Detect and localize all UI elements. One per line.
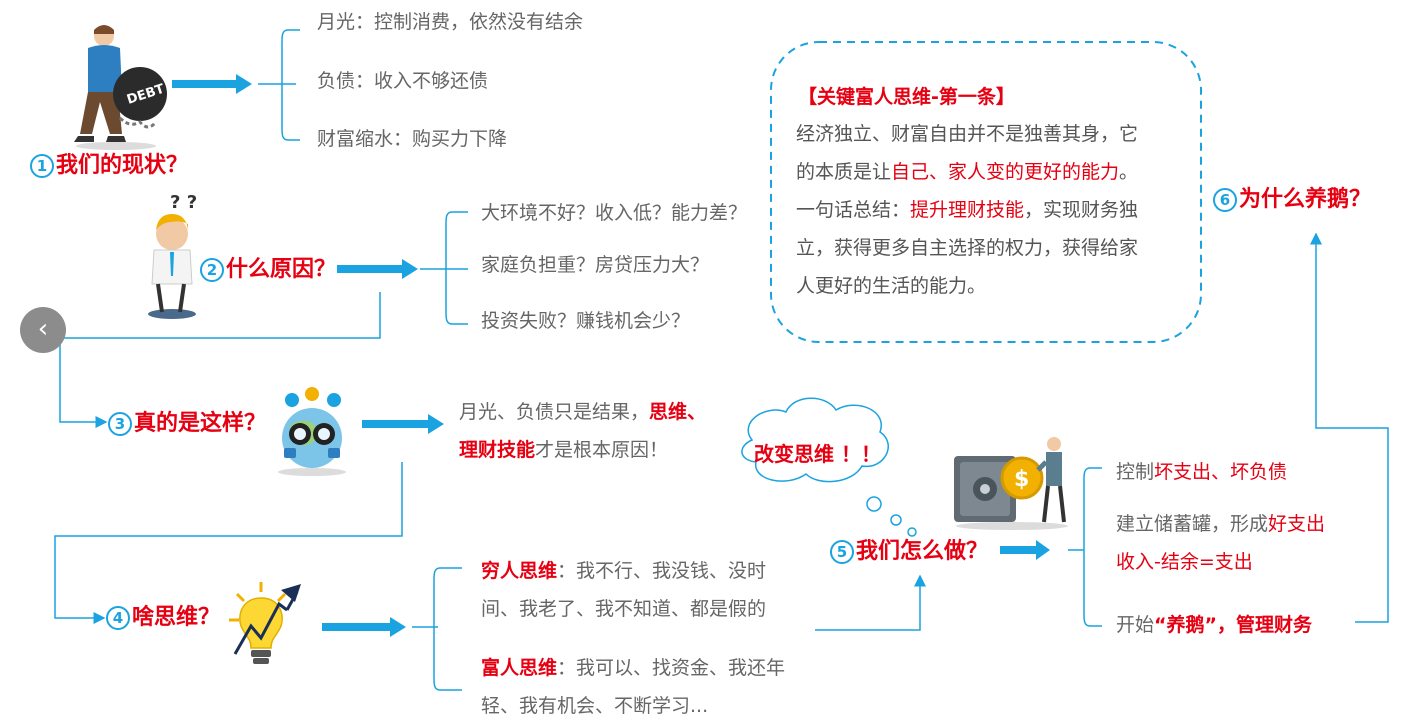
question-marks: ? ? [170, 192, 197, 213]
status-item-3: 财富缩水：购买力下降 [317, 128, 508, 150]
safe-coin-illustration: $ [950, 434, 1075, 530]
action-3-prefix: 开始 [1116, 614, 1155, 636]
thought-cloud [741, 397, 917, 537]
poor-mindset-line1: ：我不行、我没钱、没时 [557, 560, 767, 582]
key-box-line-3: 一句话总结：提升理财技能，实现财务独 [796, 191, 1181, 229]
key-box-line-2-b: 。 [1119, 161, 1139, 183]
action-item-3: 开始“养鹅”，管理财务 [1116, 616, 1312, 635]
reason-item-3: 投资失败？赚钱机会少？ [481, 310, 691, 332]
step-1-title: 1 我们的现状？ [30, 154, 188, 178]
truth-statement: 月光、负债只是结果，思维、 理财技能才是根本原因！ [459, 393, 706, 469]
change-mindset-text: 改变思维 ！！ [754, 442, 881, 466]
step-2-number: 2 [200, 258, 224, 282]
prev-slide-button[interactable]: ‹ [20, 307, 66, 353]
poor-mindset-label: 穷人思维 [481, 560, 558, 582]
step-6-number: 6 [1213, 188, 1237, 212]
debt-person-illustration: DEBT [60, 22, 172, 150]
step-3-label: 真的是这样？ [134, 411, 267, 436]
confused-person-illustration: ? ? [140, 192, 210, 320]
truth-line1-highlight: 思维、 [649, 401, 707, 423]
lightbulb-chart-illustration [225, 580, 309, 670]
action-3-highlight: “养鹅”，管理财务 [1154, 614, 1312, 636]
rich-mindset-line2: 轻、我有机会、不断学习... [481, 695, 709, 717]
step-3-title: 3 真的是这样？ [108, 412, 266, 436]
step-3-number: 3 [108, 412, 132, 436]
truth-line2-highlight: 理财技能 [459, 439, 536, 461]
key-box-line-3-a: 一句话总结： [796, 199, 911, 221]
key-box-line-2: 的本质是让自己、家人变的更好的能力。 [796, 153, 1181, 191]
reason-item-2: 家庭负担重？房贷压力大？ [481, 254, 710, 276]
key-box-line-1: 经济独立、财富自由并不是独善其身，它 [796, 123, 1139, 145]
rich-mindset-line1: ：我可以、找资金、我还年 [557, 657, 786, 679]
status-item-2: 负债：收入不够还债 [317, 70, 489, 92]
chevron-left-icon: ‹ [37, 314, 49, 344]
key-box-line-5: 人更好的生活的能力。 [796, 275, 987, 297]
rich-mindset-text: 富人思维：我可以、找资金、我还年 轻、我有机会、不断学习... [481, 649, 785, 725]
step-6-label: 为什么养鹅？ [1239, 187, 1372, 212]
step-6-title: 6 为什么养鹅？ [1213, 188, 1371, 212]
action-2-line2: 收入-结余=支出 [1116, 551, 1253, 573]
step-5-title: 5 我们怎么做？ [830, 540, 988, 564]
key-box-line-3-b: ，实现财务独 [1024, 199, 1139, 221]
step-5-number: 5 [830, 540, 854, 564]
action-item-2: 建立储蓄罐，形成好支出 收入-结余=支出 [1116, 505, 1325, 581]
status-item-1: 月光：控制消费，依然没有结余 [317, 11, 584, 33]
globe-binoculars-illustration [262, 386, 362, 476]
key-box-title: 【关键富人思维-第一条】 [798, 86, 1015, 108]
action-item-1: 控制坏支出、坏负债 [1116, 463, 1287, 482]
step-4-label: 啥思维？ [132, 605, 221, 630]
step-1-label: 我们的现状？ [56, 153, 189, 178]
step-2-title: 2 什么原因？ [200, 258, 336, 282]
key-box-line-3-highlight: 提升理财技能 [910, 199, 1025, 221]
key-box-border [770, 41, 1202, 343]
poor-mindset-text: 穷人思维：我不行、我没钱、没时 间、我老了、我不知道、都是假的 [481, 552, 766, 628]
action-2-prefix: 建立储蓄罐，形成 [1116, 513, 1269, 535]
action-1-highlight: 坏支出、坏负债 [1154, 461, 1288, 483]
key-box-body: 经济独立、财富自由并不是独善其身，它 的本质是让自己、家人变的更好的能力。 一句… [796, 115, 1181, 305]
step-4-number: 4 [106, 606, 130, 630]
step-1-number: 1 [30, 154, 54, 178]
key-box-line-2-highlight: 自己、家人变的更好的能力 [891, 161, 1120, 183]
truth-line1-text: 月光、负债只是结果， [459, 401, 650, 423]
step-2-label: 什么原因？ [226, 257, 337, 282]
step-4-title: 4 啥思维？ [106, 606, 220, 630]
step-5-label: 我们怎么做？ [856, 539, 989, 564]
action-1-prefix: 控制 [1116, 461, 1155, 483]
key-box-line-4: 立，获得更多自主选择的权力，获得给家 [796, 237, 1139, 259]
key-box-line-2-a: 的本质是让 [796, 161, 892, 183]
coin-dollar-symbol: $ [1014, 467, 1029, 492]
block-arrows [172, 74, 1050, 637]
reason-item-1: 大环境不好？收入低？能力差？ [481, 202, 748, 224]
truth-line2-text: 才是根本原因！ [535, 439, 669, 461]
action-2-highlight: 好支出 [1268, 513, 1326, 535]
poor-mindset-line2: 间、我老了、我不知道、都是假的 [481, 598, 767, 620]
rich-mindset-label: 富人思维 [481, 657, 558, 679]
